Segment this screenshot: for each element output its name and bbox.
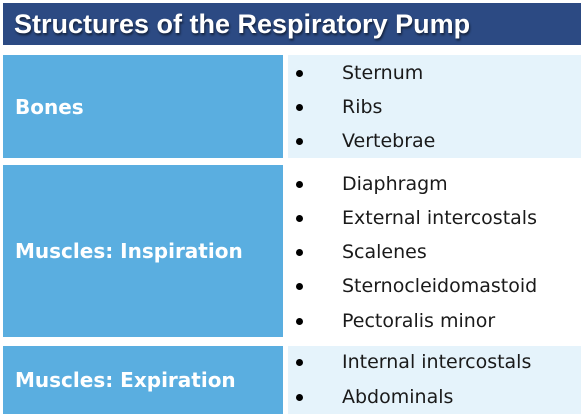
list-item-text: Sternum bbox=[342, 62, 424, 84]
category-cell-inspiration: Muscles: Inspiration bbox=[3, 165, 283, 337]
list-item-text: Vertebrae bbox=[342, 130, 436, 152]
list-item-text: Scalenes bbox=[342, 241, 427, 263]
list-item-text: Diaphragm bbox=[342, 173, 448, 195]
list-item: Sternum bbox=[288, 59, 581, 87]
category-cell-bones: Bones bbox=[3, 55, 283, 158]
list-item: Vertebrae bbox=[288, 127, 581, 155]
category-cell-expiration: Muscles: Expiration bbox=[3, 346, 283, 414]
list-item: Abdominals bbox=[288, 383, 581, 411]
bullet-icon bbox=[296, 394, 303, 401]
list-item: Diaphragm bbox=[288, 170, 581, 198]
bullet-icon bbox=[296, 70, 303, 77]
bullet-icon bbox=[296, 318, 303, 325]
list-item-text: Abdominals bbox=[342, 386, 454, 408]
category-label: Muscles: Expiration bbox=[15, 368, 236, 392]
list-item: Pectoralis minor bbox=[288, 307, 581, 335]
items-cell-inspiration: Diaphragm External intercostals Scalenes… bbox=[288, 165, 581, 337]
items-cell-expiration: Internal intercostals Abdominals bbox=[288, 346, 581, 414]
bullet-icon bbox=[296, 181, 303, 188]
list-item-text: Ribs bbox=[342, 96, 383, 118]
list-item: Ribs bbox=[288, 93, 581, 121]
bullet-icon bbox=[296, 138, 303, 145]
list-item: Sternocleidomastoid bbox=[288, 272, 581, 300]
bullet-icon bbox=[296, 249, 303, 256]
bullet-icon bbox=[296, 215, 303, 222]
page-title-text: Structures of the Respiratory Pump bbox=[14, 8, 471, 39]
list-item-text: Sternocleidomastoid bbox=[342, 275, 538, 297]
list-item-text: Pectoralis minor bbox=[342, 310, 496, 332]
list-item: External intercostals bbox=[288, 204, 581, 232]
list-item: Internal intercostals bbox=[288, 348, 581, 376]
list-item-text: External intercostals bbox=[342, 207, 537, 229]
bullet-icon bbox=[296, 283, 303, 290]
category-label: Bones bbox=[15, 94, 84, 119]
items-cell-bones: Sternum Ribs Vertebrae bbox=[288, 55, 581, 158]
page-title: Structures of the Respiratory Pump bbox=[3, 3, 581, 45]
list-item-text: Internal intercostals bbox=[342, 351, 532, 373]
category-label: Muscles: Inspiration bbox=[15, 239, 243, 263]
bullet-icon bbox=[296, 104, 303, 111]
bullet-icon bbox=[296, 359, 303, 366]
list-item: Scalenes bbox=[288, 238, 581, 266]
